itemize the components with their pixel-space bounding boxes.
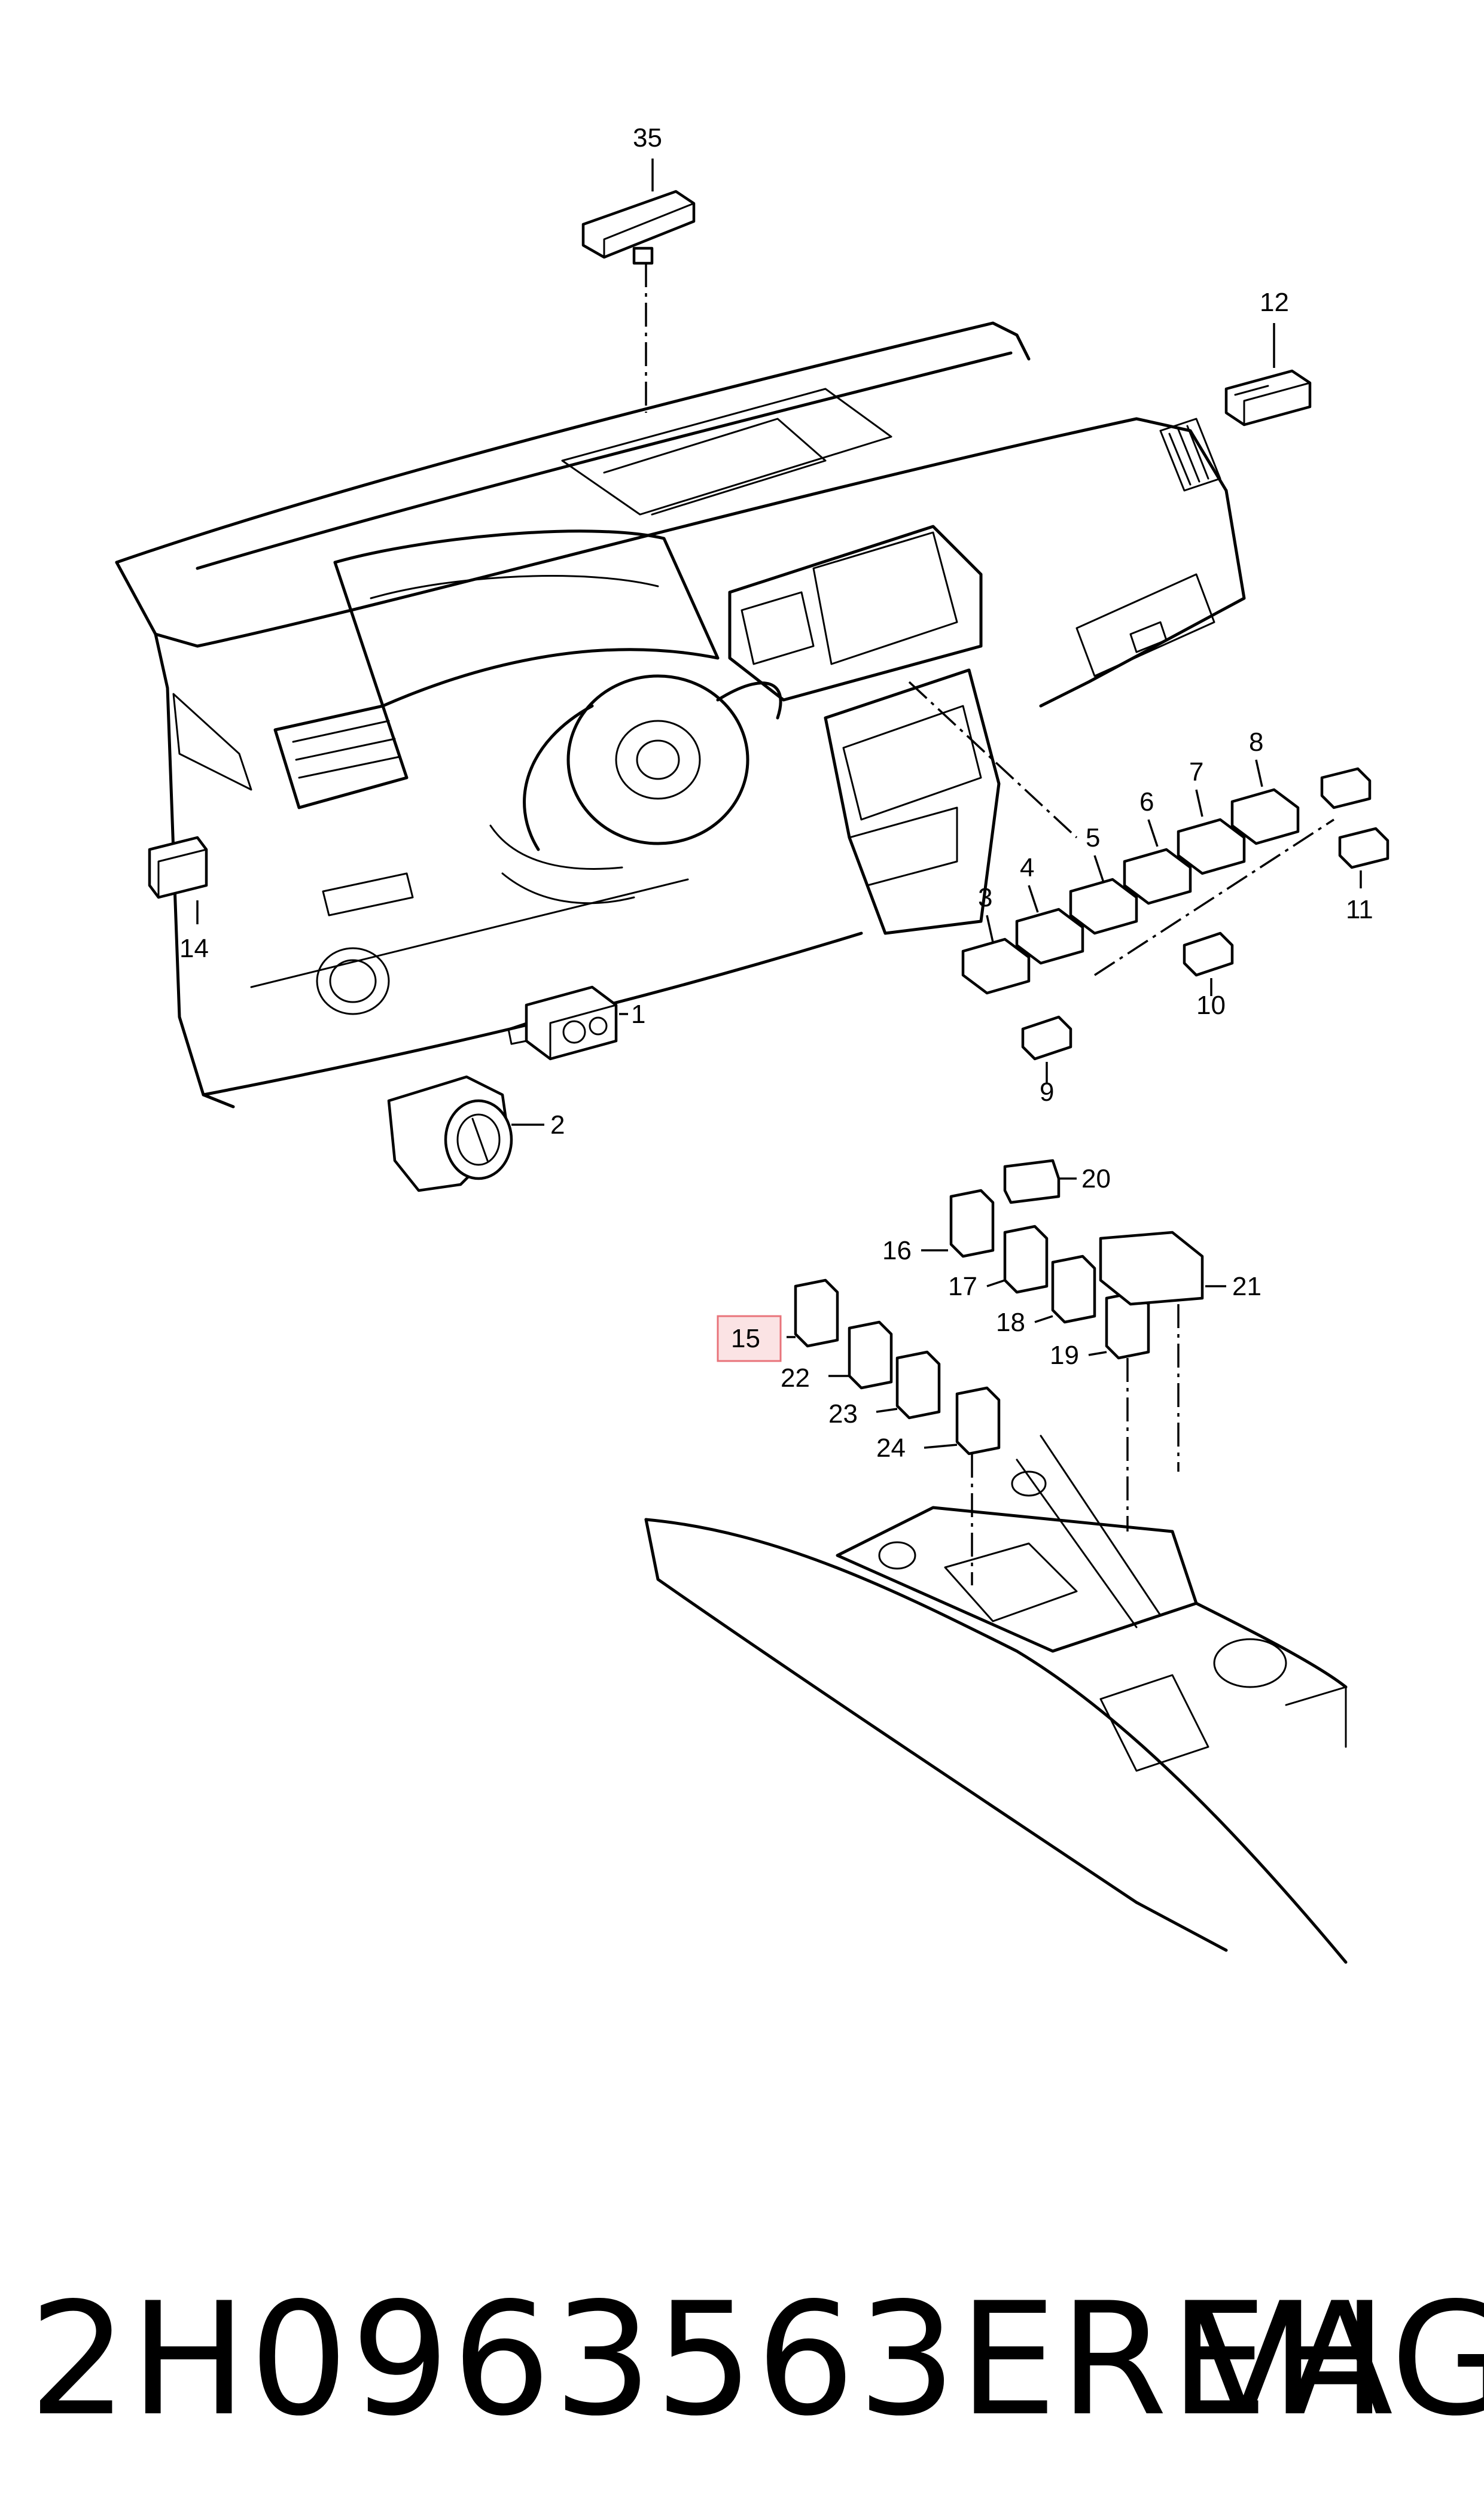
callout-2[interactable]: 2 (550, 1110, 565, 1140)
part-2 (387, 1075, 513, 1192)
dashboard-drawing (115, 321, 1246, 1109)
callout-3[interactable]: 3 (978, 883, 992, 912)
callout-17[interactable]: 17 (948, 1272, 977, 1301)
callout-labels: 35 12 14 1 2 3 4 5 6 7 8 9 10 11 20 16 1… (179, 123, 1373, 1463)
callout-35[interactable]: 35 (633, 123, 662, 153)
callout-12[interactable]: 12 (1260, 288, 1289, 317)
callout-5[interactable]: 5 (1086, 823, 1100, 852)
center-console-drawing (644, 1435, 1348, 1964)
callout-10[interactable]: 10 (1196, 991, 1226, 1020)
callout-8[interactable]: 8 (1249, 727, 1263, 757)
callout-4[interactable]: 4 (1020, 853, 1034, 882)
parts-diagram: 35 12 14 1 2 3 4 5 6 7 8 9 10 11 20 16 1… (115, 123, 1389, 1964)
part-35 (581, 190, 696, 265)
callout-22[interactable]: 22 (781, 1363, 810, 1393)
part-14 (148, 836, 208, 899)
callout-9[interactable]: 9 (1040, 1077, 1054, 1107)
callout-15-highlight (717, 1315, 782, 1362)
callout-18[interactable]: 18 (996, 1308, 1025, 1337)
callout-15[interactable]: 15 (731, 1324, 760, 1353)
part-number: 2H0963563EREH (29, 2270, 1390, 2450)
callout-11[interactable]: 11 (1346, 895, 1373, 924)
callout-23[interactable]: 23 (828, 1399, 858, 1429)
callout-6[interactable]: 6 (1139, 787, 1154, 817)
callout-19[interactable]: 19 (1050, 1341, 1079, 1370)
callout-1[interactable]: 1 (631, 1000, 645, 1029)
callout-16[interactable]: 16 (882, 1236, 912, 1265)
callout-14[interactable]: 14 (179, 934, 209, 963)
callout-24[interactable]: 24 (876, 1433, 906, 1463)
part-12 (1224, 369, 1312, 427)
callout-20[interactable]: 20 (1081, 1164, 1111, 1193)
leader-lines (196, 159, 1362, 1585)
console-switches (794, 1159, 1204, 1456)
footer: 2H0963563EREH VAG (0, 2261, 1484, 2459)
callout-7[interactable]: 7 (1189, 757, 1203, 787)
switch-block-3-11 (961, 767, 1389, 1061)
callout-21[interactable]: 21 (1232, 1272, 1261, 1301)
part-1 (507, 985, 618, 1061)
brand-label: VAG (1190, 2270, 1484, 2450)
